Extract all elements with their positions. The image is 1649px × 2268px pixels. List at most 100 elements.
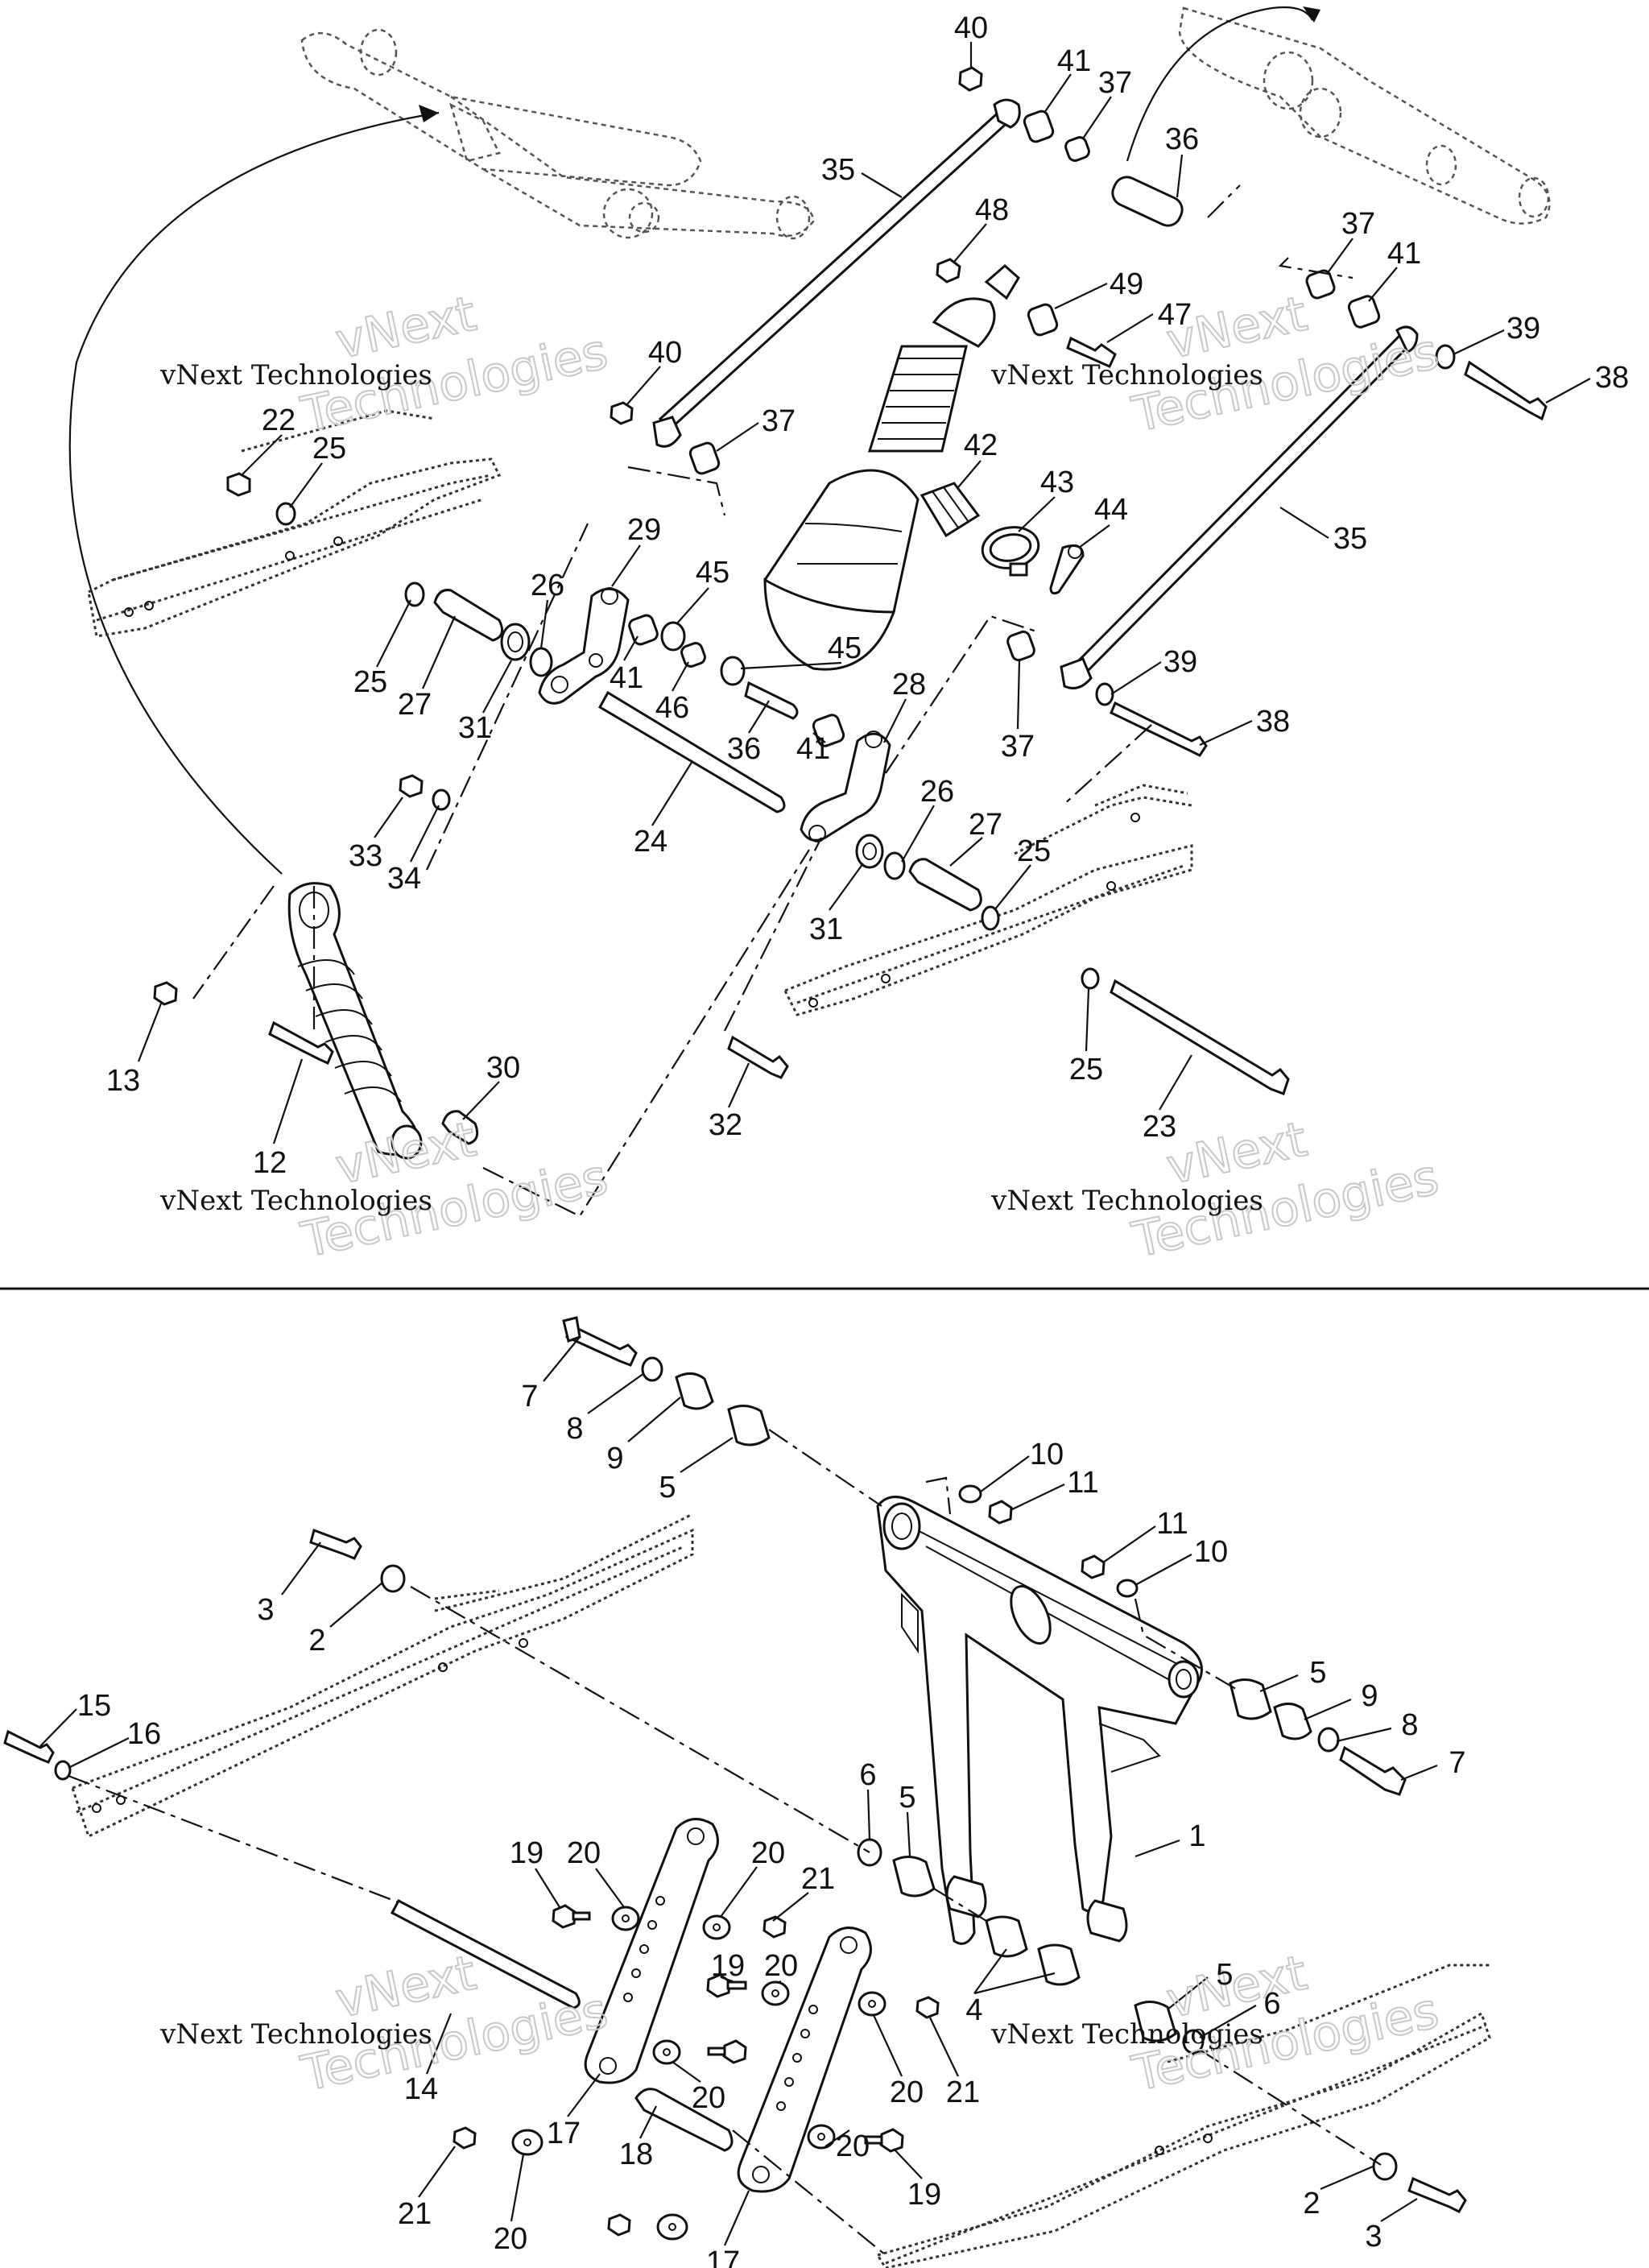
part-43-clamp: [981, 526, 1040, 577]
callout-label-21: 21: [801, 1862, 835, 1896]
part-40-nut-top: [958, 66, 983, 92]
part-25-washer-b: [404, 581, 425, 607]
part-23-long-bolt: [1110, 979, 1290, 1095]
callout-label-20: 20: [890, 2076, 924, 2109]
callout-label-13: 13: [106, 1064, 140, 1098]
part-34-washer: [432, 788, 451, 811]
part-22-nut: [226, 472, 251, 497]
callout-label-4: 4: [965, 1993, 982, 2027]
part-9-bushing-right: [1273, 1703, 1312, 1740]
callout-label-2: 2: [308, 1624, 325, 1658]
part-36-pin: [744, 681, 799, 720]
part-30-sleeve: [441, 1110, 479, 1145]
callout-label-1: 1: [1188, 1819, 1205, 1853]
callout-label-26: 26: [531, 569, 564, 602]
part-21-nut-a: [763, 1915, 787, 1939]
callout-label-8: 8: [566, 1412, 583, 1446]
callout-label-20: 20: [567, 1836, 601, 1870]
part-38-bolt-right: [1464, 360, 1548, 421]
callout-label-40: 40: [954, 11, 988, 45]
part-39-washer-right: [1435, 344, 1456, 370]
callout-label-20: 20: [764, 1949, 798, 1983]
callout-label-42: 42: [964, 428, 998, 462]
part-46-spacer: [680, 642, 706, 668]
part-18-sleeve: [634, 2088, 734, 2152]
part-37-spacer-right: [1305, 269, 1336, 300]
guide-line-p: [732, 2129, 886, 2256]
watermark-text: vNext Technologies: [990, 2018, 1263, 2051]
watermark-text: vNext Technologies: [159, 2018, 432, 2051]
frame-crossbar-ghost-left: [300, 28, 815, 240]
callout-label-9: 9: [1361, 1679, 1378, 1713]
callout-label-37: 37: [1001, 730, 1035, 764]
guide-line-f: [724, 837, 822, 1032]
ski-rail-upper-right: [783, 784, 1193, 1016]
part-47-bolt: [1066, 336, 1117, 368]
guide-line-d: [482, 849, 810, 1218]
callout-label-10: 10: [1030, 1438, 1064, 1471]
part-15-bolt: [3, 1729, 55, 1764]
callout-label-34: 34: [387, 862, 421, 896]
callout-label-48: 48: [975, 193, 1009, 227]
callout-label-21: 21: [946, 2076, 980, 2109]
callout-label-37: 37: [1098, 66, 1132, 100]
part-40-nut-left: [610, 401, 634, 425]
callout-label-19: 19: [711, 1949, 745, 1983]
callout-label-33: 33: [349, 839, 382, 873]
callout-label-31: 31: [458, 711, 492, 745]
part-37-spacer-left: [688, 441, 721, 475]
guide-line-b: [426, 523, 589, 871]
leader-lines-top: [137, 42, 1591, 1144]
part-35-rod-lower: [1060, 325, 1419, 689]
part-32-bolt: [727, 1035, 789, 1079]
callout-label-35: 35: [821, 153, 855, 187]
callout-label-17: 17: [706, 2245, 740, 2268]
callout-label-25: 25: [1017, 834, 1051, 868]
callout-label-25: 25: [312, 432, 346, 466]
ski-rail-lower-right: [875, 1964, 1491, 2268]
callout-label-6: 6: [1263, 1987, 1280, 2021]
part-19-bolt-b: [706, 1973, 747, 1998]
part-5-sleeve-top: [727, 1405, 771, 1446]
callout-label-21: 21: [398, 2197, 432, 2231]
guide-line-m: [68, 1774, 399, 1904]
arrow-head-right-icon: [1303, 6, 1320, 23]
watermark-text: vNext Technologies: [990, 1185, 1263, 1217]
part-5-sleeve-mid: [892, 1856, 936, 1898]
callout-label-39: 39: [1163, 645, 1197, 679]
part-19-bolt-c: [707, 2039, 747, 2064]
callout-label-10: 10: [1194, 1535, 1228, 1569]
callout-label-43: 43: [1040, 466, 1074, 499]
guide-line-c: [627, 466, 726, 516]
part-41-bushing-top: [1023, 110, 1055, 143]
callout-label-35: 35: [1333, 522, 1367, 556]
guide-line-g: [1207, 184, 1354, 279]
part-26-washer-right: [883, 851, 906, 880]
guide-line-i: [768, 1429, 882, 1507]
callout-label-41: 41: [796, 732, 830, 766]
callout-label-19: 19: [907, 2178, 941, 2212]
guide-line-n: [933, 1888, 987, 1922]
part-20-washer-g: [807, 2124, 836, 2150]
part-2-washer-right: [1372, 2152, 1398, 2181]
part-12-bolt: [268, 1020, 334, 1065]
part-20-washer-f: [511, 2129, 543, 2156]
guide-line-j: [925, 1476, 952, 1515]
part-44-clip: [1049, 544, 1085, 595]
callout-label-16: 16: [127, 1717, 161, 1751]
callout-label-18: 18: [619, 2138, 653, 2171]
callout-label-44: 44: [1094, 493, 1128, 527]
part-33-nut: [399, 774, 424, 798]
part-17-link-plate-right: [737, 1927, 872, 2193]
watermark-text: vNext Technologies: [159, 359, 432, 391]
callout-label-41: 41: [1387, 237, 1421, 271]
ski-rail-lower-left: [71, 1513, 694, 1839]
part-25-washer-d: [1081, 967, 1100, 990]
part-20-washer-b: [702, 1914, 731, 1940]
callout-label-15: 15: [77, 1689, 111, 1723]
callout-label-19: 19: [510, 1836, 543, 1870]
callout-label-24: 24: [634, 825, 667, 859]
